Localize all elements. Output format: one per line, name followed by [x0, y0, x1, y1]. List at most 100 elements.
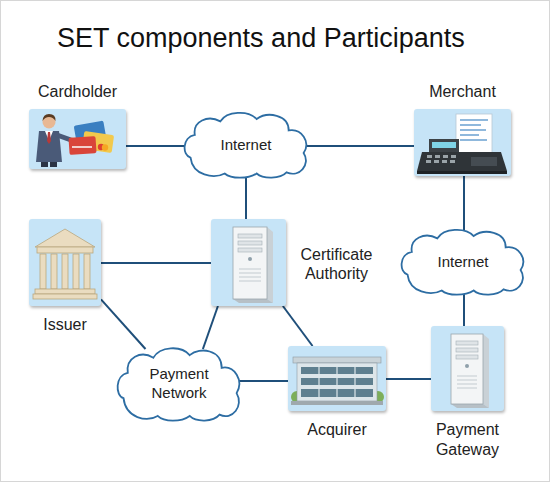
server-icon [451, 334, 483, 404]
connector-line [386, 378, 431, 380]
cash-register-icon [417, 171, 507, 174]
cash-register-icon [460, 134, 479, 136]
connector-line [203, 306, 218, 349]
office-building-icon [372, 391, 384, 403]
cash-register-icon [442, 160, 447, 163]
label-group: Cardholder [0, 82, 156, 101]
office-building-icon [354, 367, 355, 397]
cash-register-icon [426, 160, 431, 163]
cloud-outline [115, 345, 243, 421]
participant-box: Payment Gateway [431, 326, 504, 411]
cash-register-icon [460, 139, 487, 141]
office-building-icon [291, 357, 384, 405]
participant-box: Certificate Authority [211, 219, 286, 306]
server-icon [248, 257, 252, 261]
cloud-outline [118, 348, 240, 420]
cardholder-icon [43, 114, 56, 121]
server-icon [457, 380, 477, 381]
label-group: Merchant [384, 82, 541, 101]
cash-register-icon [417, 114, 507, 174]
server-icon [233, 227, 273, 303]
connector-line [239, 380, 288, 382]
office-building-icon [291, 401, 383, 405]
cardholder-icon [50, 162, 57, 167]
office-building-icon [336, 367, 337, 397]
cardholder-icon [69, 137, 74, 142]
connector-line [101, 262, 211, 264]
server-icon [239, 277, 261, 278]
bank-icon [33, 294, 97, 299]
server-icon [239, 273, 261, 274]
cash-register-icon [443, 155, 448, 158]
cash-register-icon [460, 124, 481, 126]
node-label: Merchant [384, 82, 541, 101]
participant-box: Issuer [29, 219, 101, 306]
cash-register-icon [435, 155, 440, 158]
connector-line [306, 145, 414, 147]
cardholder-icon [43, 116, 56, 129]
label-group: Payment Gateway [411, 420, 524, 460]
diagram-title: SET components and Participants [57, 23, 465, 53]
server-icon [238, 248, 262, 252]
connector-line [101, 299, 145, 349]
connector-line [463, 176, 465, 231]
server-icon [239, 269, 261, 270]
cardholder-icon [45, 131, 53, 141]
server-icon [457, 384, 477, 385]
cardholder-icon [74, 121, 107, 144]
label-group: Internet [403, 231, 523, 291]
server-icon [238, 241, 262, 245]
cash-register-icon [450, 160, 455, 163]
cardholder-icon [41, 162, 48, 167]
network-cloud: Internet [403, 231, 523, 291]
cash-register-icon [432, 142, 456, 148]
cardholder-icon [102, 144, 108, 150]
cardholder-icon [57, 135, 71, 140]
node-label: Internet [438, 252, 489, 271]
server-icon [456, 348, 478, 352]
cash-register-icon [427, 155, 432, 158]
cash-register-icon [460, 129, 486, 131]
connector-line [463, 291, 465, 326]
bank-icon [62, 254, 68, 289]
server-icon [456, 341, 478, 345]
bank-icon [40, 254, 46, 289]
office-building-icon [301, 378, 373, 385]
bank-icon [84, 254, 90, 289]
server-icon [451, 334, 489, 408]
participant-box: Acquirer [288, 346, 386, 411]
node-label: Payment Gateway [411, 420, 524, 460]
server-icon [456, 355, 478, 359]
bank-icon [35, 289, 95, 294]
cloud-outline [185, 113, 307, 178]
cash-register-icon [434, 160, 439, 163]
bank-icon [33, 229, 97, 299]
cloud-outline [402, 230, 524, 295]
cardholder-icon [72, 146, 92, 148]
office-building-icon [293, 357, 381, 363]
label-group: Payment Network [119, 349, 239, 417]
cash-register-icon [417, 152, 507, 171]
server-icon [465, 364, 469, 368]
office-building-icon [291, 391, 303, 403]
cardholder-icon [68, 136, 96, 155]
label-group: Issuer [9, 315, 121, 335]
connector-line [283, 306, 313, 346]
label-group: Internet [186, 114, 306, 174]
cardholder-icon [36, 131, 62, 162]
node-label: Issuer [9, 315, 121, 335]
participant-box: Cardholder [29, 109, 126, 169]
office-building-icon [297, 363, 377, 401]
cash-register-icon [460, 119, 488, 121]
bank-icon [35, 229, 95, 247]
bank-icon [73, 254, 79, 289]
server-icon [483, 334, 489, 408]
connector-line [245, 174, 247, 219]
cash-register-icon [471, 157, 497, 166]
node-label: Certificate Authority [289, 245, 384, 283]
server-icon [233, 299, 273, 303]
server-icon [238, 234, 262, 238]
office-building-icon [318, 367, 319, 397]
